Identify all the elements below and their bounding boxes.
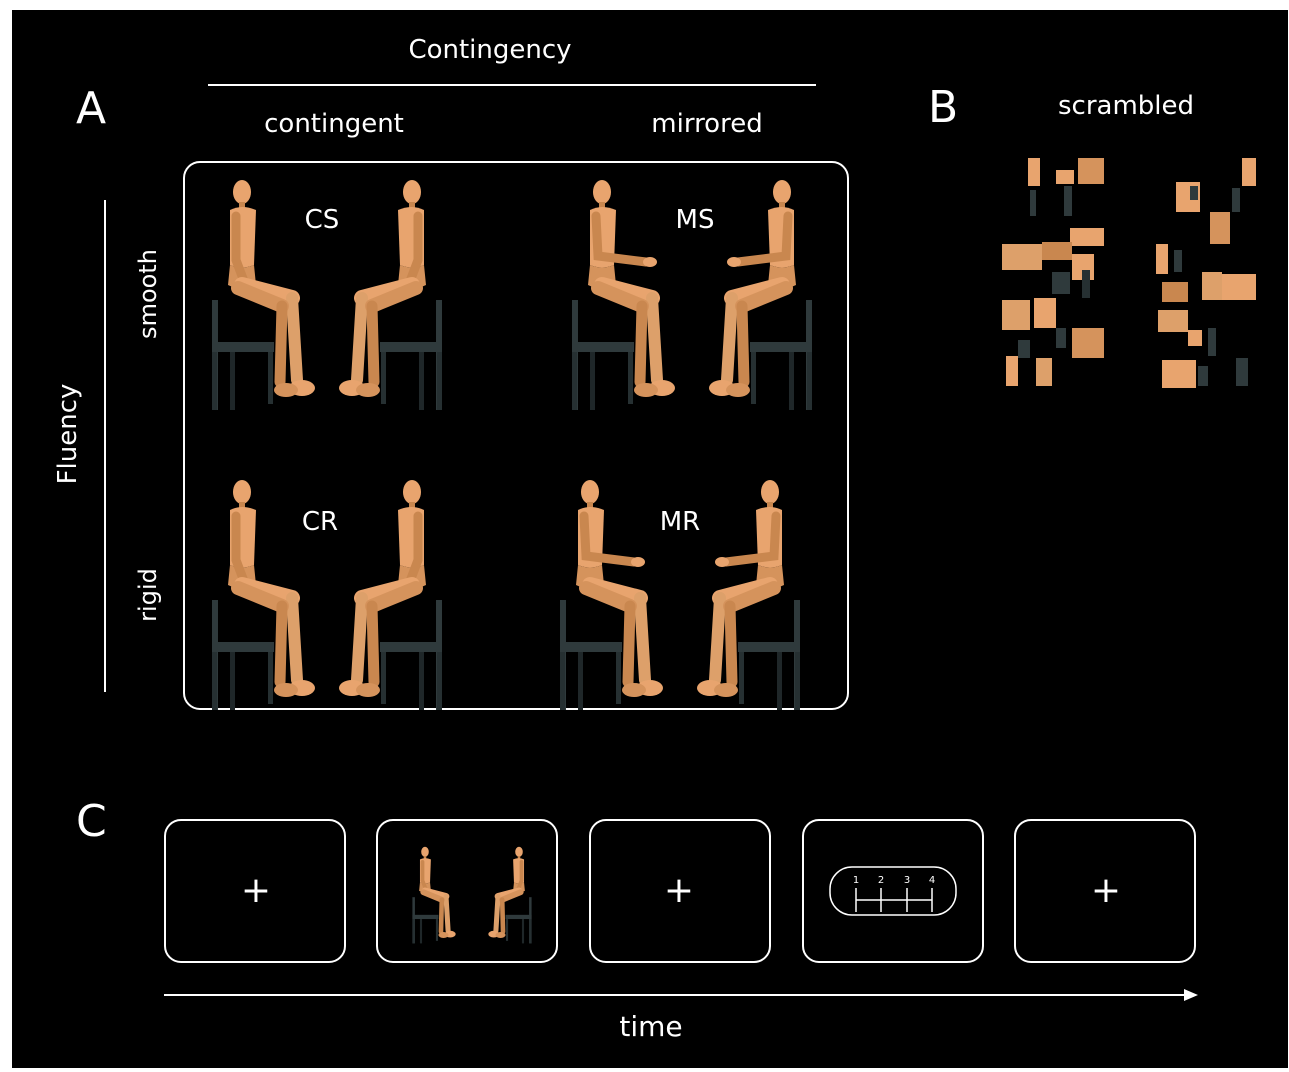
panel-c-letter: C: [76, 796, 107, 847]
cell-mr: MR: [560, 480, 800, 710]
figure-canvas: A Contingency contingent mirrored Fluenc…: [12, 10, 1288, 1068]
panel-b-letter: B: [928, 82, 958, 133]
cell-cr: CR: [212, 480, 442, 710]
time-arrow: [164, 989, 1198, 1001]
scrambled-label: scrambled: [1058, 91, 1194, 121]
diagram-svg: A Contingency contingent mirrored Fluenc…: [12, 10, 1288, 1068]
fixation-cross-1: +: [241, 870, 271, 911]
cell-label-cs: CS: [305, 205, 340, 235]
fixation-cross-2: +: [664, 870, 694, 911]
scale-number-3: 3: [904, 875, 910, 886]
column-label-mirrored: mirrored: [651, 109, 762, 139]
cell-cs: CS: [212, 180, 442, 410]
rating-scale: 1 2 3 4: [830, 867, 956, 915]
scale-number-2: 2: [878, 875, 884, 886]
column-label-contingent: contingent: [264, 109, 404, 139]
cell-label-cr: CR: [302, 507, 338, 537]
rating-scale-outline: [830, 867, 956, 915]
row-label-smooth: smooth: [134, 249, 162, 339]
cell-ms: MS: [572, 180, 812, 410]
cell-label-ms: MS: [676, 205, 715, 235]
scale-number-1: 1: [853, 875, 859, 886]
fluency-title: Fluency: [53, 384, 83, 485]
time-label: time: [619, 1010, 682, 1043]
scale-number-4: 4: [929, 875, 935, 886]
scrambled-image-left: [1002, 158, 1104, 386]
scrambled-image-right: [1156, 158, 1256, 388]
stimulus-mannequin-pair: [412, 847, 531, 944]
row-label-rigid: rigid: [134, 568, 162, 622]
contingency-title: Contingency: [408, 35, 571, 65]
panel-a-letter: A: [76, 83, 106, 134]
fixation-cross-3: +: [1091, 870, 1121, 911]
cell-label-mr: MR: [660, 507, 701, 537]
